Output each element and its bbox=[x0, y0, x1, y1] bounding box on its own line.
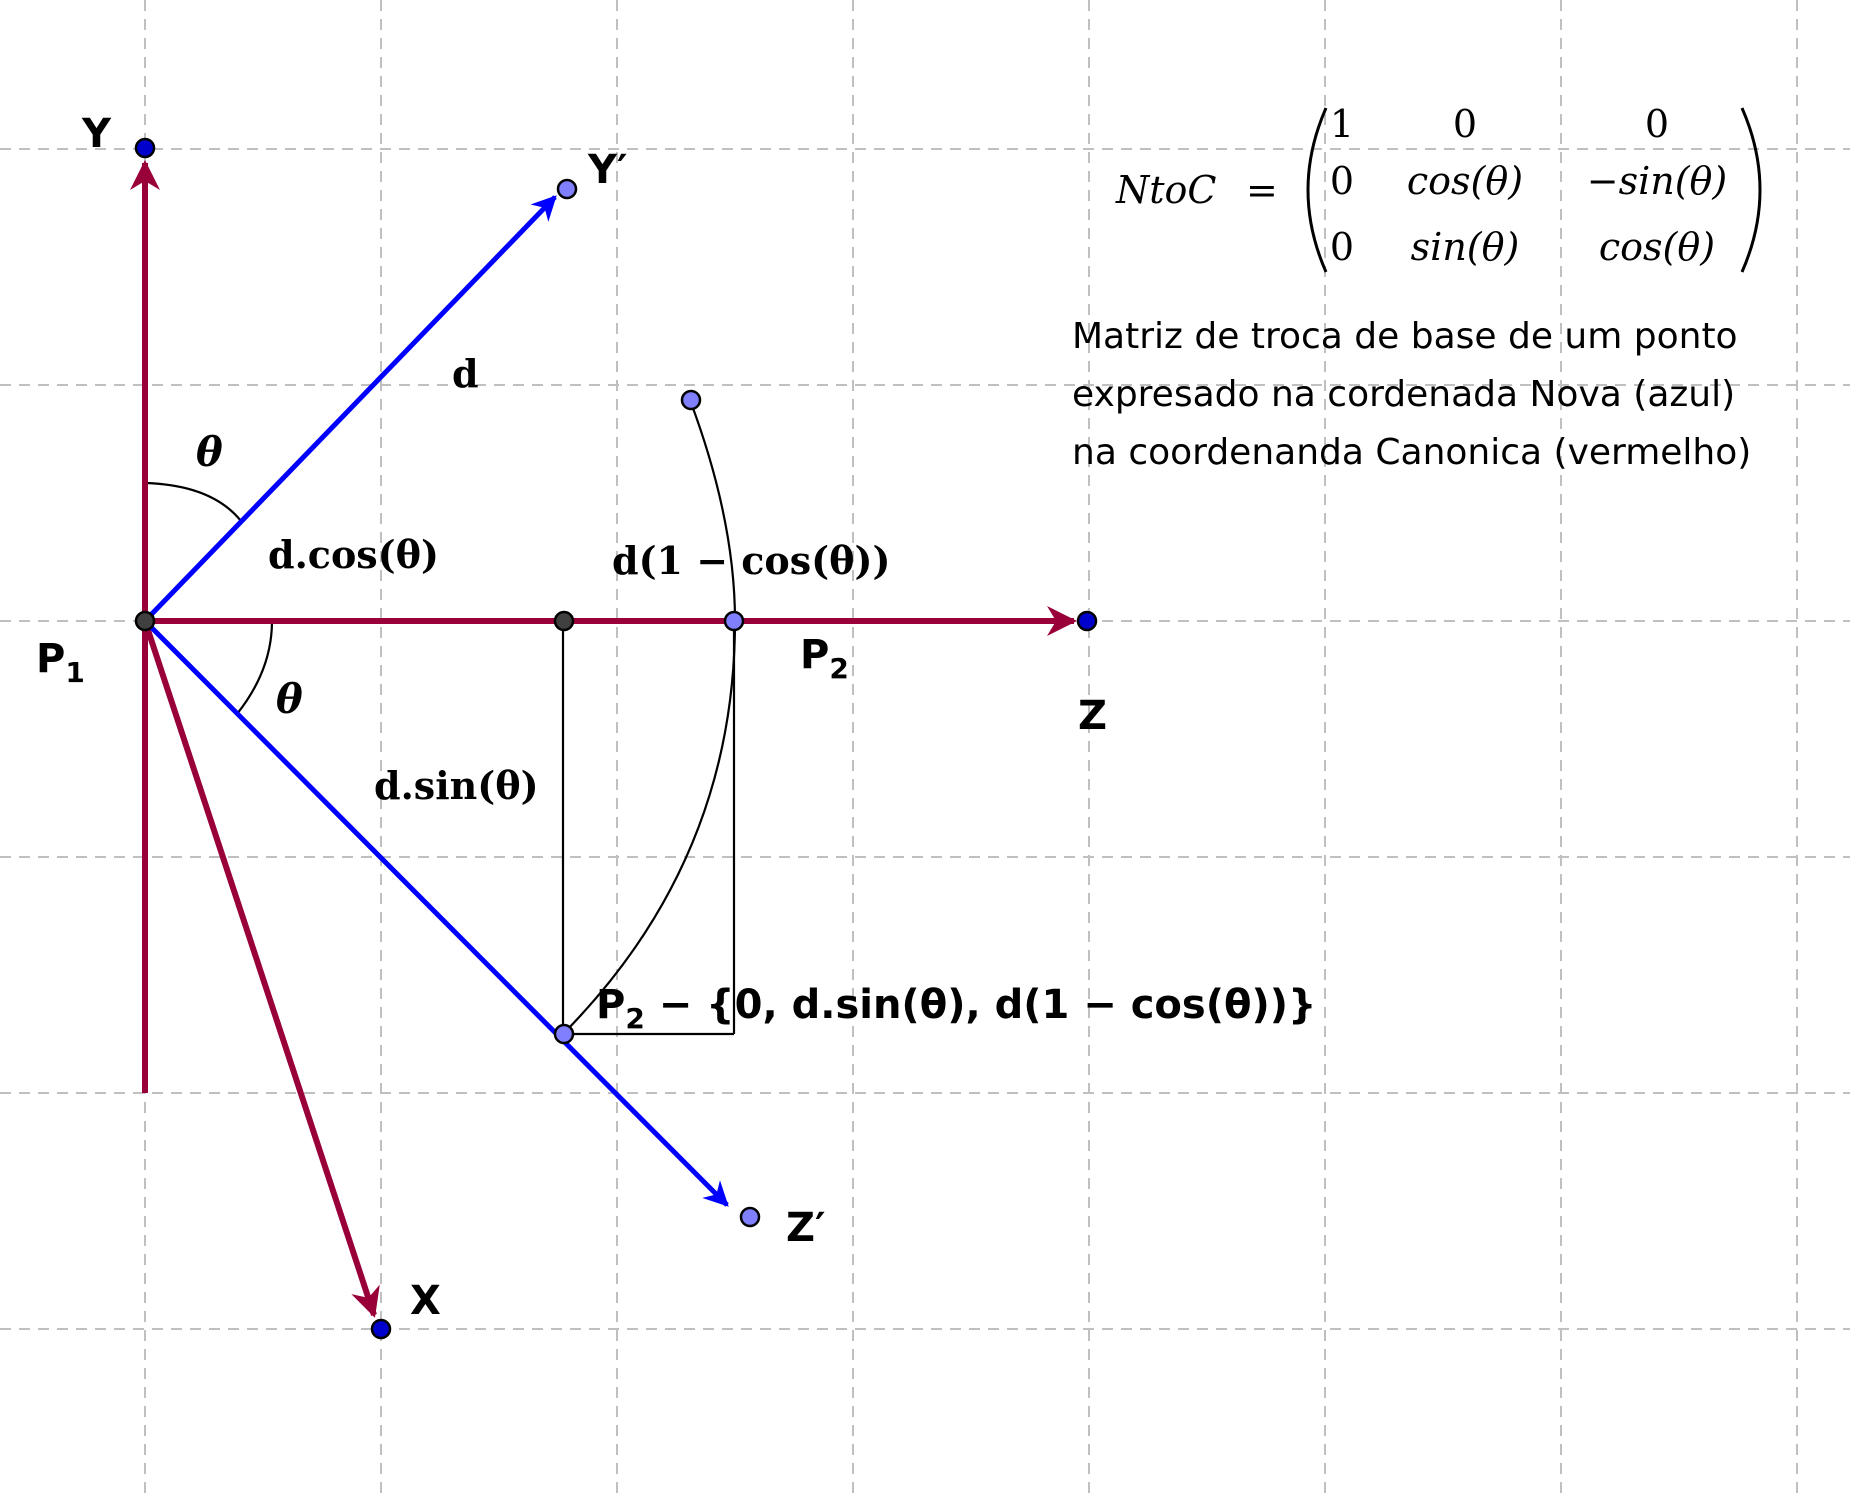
y-prime-label: Y′ bbox=[587, 147, 628, 193]
p2-label: P2 bbox=[800, 632, 849, 685]
caption-line-1: Matriz de troca de base de um ponto bbox=[1072, 316, 1738, 357]
z-prime-label: Z′ bbox=[786, 1205, 826, 1251]
svg-text:P2: P2 bbox=[800, 632, 849, 685]
d-cos-point bbox=[553, 610, 575, 632]
z-prime-axis-line bbox=[143, 619, 729, 1207]
matrix-equals: = bbox=[1246, 168, 1278, 212]
p1-subscript: 1 bbox=[65, 656, 84, 689]
y-prime-point bbox=[556, 178, 578, 200]
construction-lines bbox=[144, 399, 737, 1036]
d-sin-label: d.sin(θ) bbox=[374, 763, 539, 808]
x-label: X bbox=[410, 1278, 441, 1324]
p1-label: P1 bbox=[36, 636, 85, 689]
d-one-minus-cos-label: d(1 − cos(θ)) bbox=[612, 538, 890, 583]
matrix-cell-r3c3: cos(θ) bbox=[1599, 225, 1715, 269]
matrix-cell-r1c1: 1 bbox=[1330, 102, 1354, 146]
points bbox=[134, 137, 1098, 1340]
matrix-cell-r1c3: 0 bbox=[1645, 102, 1669, 146]
expr-rest: − {0, d.sin(θ), d(1 − cos(θ))} bbox=[645, 982, 1317, 1028]
svg-text:P2 − {0, d.sin(θ), d(1 − cos(θ: P2 − {0, d.sin(θ), d(1 − cos(θ))} bbox=[596, 982, 1317, 1035]
z-label: Z bbox=[1078, 693, 1107, 739]
svg-text:P1: P1 bbox=[36, 636, 85, 689]
matrix-left-paren bbox=[1306, 107, 1328, 273]
y-label: Y bbox=[81, 111, 112, 157]
x-point bbox=[370, 1318, 392, 1340]
caption-line-3: na coordenanda Canonica (vermelho) bbox=[1072, 432, 1752, 473]
z-prime-point bbox=[739, 1206, 761, 1228]
p2-letter: P bbox=[800, 632, 829, 678]
rotated-point-expression: P2 − {0, d.sin(θ), d(1 − cos(θ))} bbox=[596, 982, 1317, 1035]
matrix-cell-r1c2: 0 bbox=[1453, 102, 1477, 146]
matrix-name: NtoC bbox=[1115, 168, 1216, 212]
matrix-caption: Matriz de troca de base de um ponto expr… bbox=[1072, 308, 1832, 482]
p2-subscript: 2 bbox=[829, 652, 848, 685]
theta-top-label: θ bbox=[196, 429, 223, 476]
matrix-cell-r2c2: cos(θ) bbox=[1407, 159, 1523, 203]
canonical-axes bbox=[130, 160, 1077, 1318]
y-point bbox=[134, 137, 156, 159]
p1-letter: P bbox=[36, 636, 65, 682]
matrix-right-paren bbox=[1740, 107, 1762, 273]
matrix-cell-r2c1: 0 bbox=[1330, 159, 1354, 203]
expr-p-letter: P bbox=[596, 982, 625, 1028]
theta-bottom-label: θ bbox=[276, 676, 303, 723]
x-axis-line bbox=[142, 620, 380, 1318]
p1-point bbox=[134, 610, 156, 632]
d-cos-label: d.cos(θ) bbox=[268, 532, 439, 577]
ntoc-matrix: NtoC = 1 0 0 0 cos(θ) −sin(θ) 0 sin(θ) c… bbox=[1115, 102, 1762, 273]
expr-p-subscript: 2 bbox=[625, 1002, 644, 1035]
new-axes bbox=[143, 195, 729, 1207]
theta-arc-bottom bbox=[236, 620, 274, 715]
rotated-point bbox=[553, 1023, 575, 1045]
matrix-cell-r2c3: −sin(θ) bbox=[1587, 159, 1728, 203]
rotation-arc bbox=[562, 399, 737, 1035]
theta-arc-top bbox=[144, 481, 242, 522]
arc-start-point bbox=[680, 389, 702, 411]
matrix-cell-r3c2: sin(θ) bbox=[1411, 225, 1520, 269]
caption-line-2: expresado na cordenada Nova (azul) bbox=[1072, 374, 1736, 415]
matrix-cell-r3c1: 0 bbox=[1330, 225, 1354, 269]
y-prime-axis-line bbox=[143, 195, 557, 623]
p2-point bbox=[723, 610, 745, 632]
d-label: d bbox=[452, 351, 479, 396]
z-point bbox=[1076, 610, 1098, 632]
